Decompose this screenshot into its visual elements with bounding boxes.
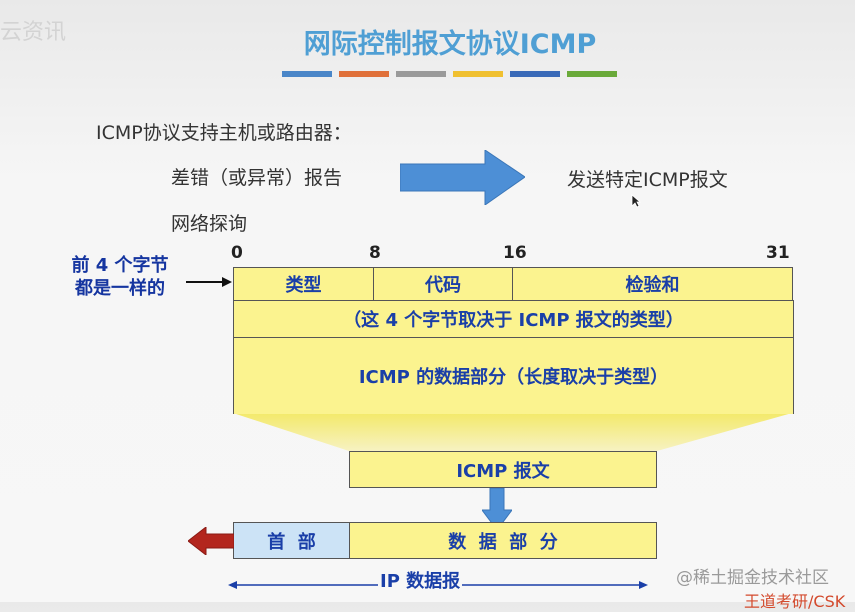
ip-header-box: 首 部 bbox=[233, 522, 350, 559]
network-probe-item: 网络探询 bbox=[171, 213, 248, 235]
icmp-data-text: ICMP 的数据部分（长度取决于类型） bbox=[358, 367, 669, 388]
checksum-field: 检验和 bbox=[512, 267, 793, 301]
down-arrow-icon bbox=[482, 488, 512, 530]
type-field: 类型 bbox=[233, 267, 374, 301]
icmp-format-table: 类型 代码 检验和 （这 4 个字节取决于 ICMP 报文的类型） ICMP 的… bbox=[233, 267, 794, 414]
bit-label-8: 8 bbox=[369, 243, 381, 263]
type-dependent-row: （这 4 个字节取决于 ICMP 报文的类型） bbox=[233, 300, 794, 338]
bit-label-0: 0 bbox=[231, 243, 243, 263]
ip-datagram-label: IP 数据报 bbox=[378, 567, 463, 593]
title-bar-4 bbox=[453, 71, 503, 77]
code-field: 代码 bbox=[373, 267, 513, 301]
title-bar-6 bbox=[567, 71, 617, 77]
site-watermark: @稀土掘金技术社区 bbox=[676, 568, 829, 588]
ip-data-label: 数 据 部 分 bbox=[448, 531, 558, 553]
icmp-message-label: ICMP 报文 bbox=[456, 460, 550, 482]
code-field-label: 代码 bbox=[425, 275, 461, 296]
first-four-bytes-note: 前 4 个字节 都是一样的 bbox=[60, 254, 180, 300]
type-field-label: 类型 bbox=[285, 275, 322, 296]
title-bar-1 bbox=[282, 71, 332, 77]
right-arrow-icon bbox=[400, 150, 525, 205]
left-arrow-icon bbox=[188, 527, 234, 555]
bit-label-31: 31 bbox=[766, 243, 790, 263]
title-bar-3 bbox=[396, 71, 446, 77]
error-report-item: 差错（或异常）报告 bbox=[171, 167, 343, 189]
icmp-message-box: ICMP 报文 bbox=[349, 451, 657, 488]
intro-text: ICMP协议支持主机或路由器： bbox=[96, 122, 352, 144]
send-icmp-text: 发送特定ICMP报文 bbox=[567, 169, 728, 191]
title-decoration-bars bbox=[282, 71, 617, 77]
checksum-field-label: 检验和 bbox=[625, 275, 680, 296]
slide-title: 网际控制报文协议ICMP bbox=[303, 29, 597, 60]
title-bar-5 bbox=[510, 71, 560, 77]
author-watermark: 王道考研/CSK bbox=[744, 592, 846, 611]
mouse-cursor-icon bbox=[631, 194, 641, 208]
title-bar-2 bbox=[339, 71, 389, 77]
bit-label-16: 16 bbox=[503, 243, 527, 263]
type-dependent-text: （这 4 个字节取决于 ICMP 报文的类型） bbox=[343, 310, 684, 331]
ip-header-label: 首 部 bbox=[267, 531, 316, 553]
watermark-logo: 云资讯 bbox=[0, 20, 67, 45]
icmp-data-row: ICMP 的数据部分（长度取决于类型） bbox=[233, 337, 794, 414]
pointer-arrow-icon bbox=[186, 277, 232, 287]
ip-data-box: 数 据 部 分 bbox=[349, 522, 657, 559]
note-line-2: 都是一样的 bbox=[75, 278, 165, 299]
note-line-1: 前 4 个字节 bbox=[71, 255, 169, 276]
